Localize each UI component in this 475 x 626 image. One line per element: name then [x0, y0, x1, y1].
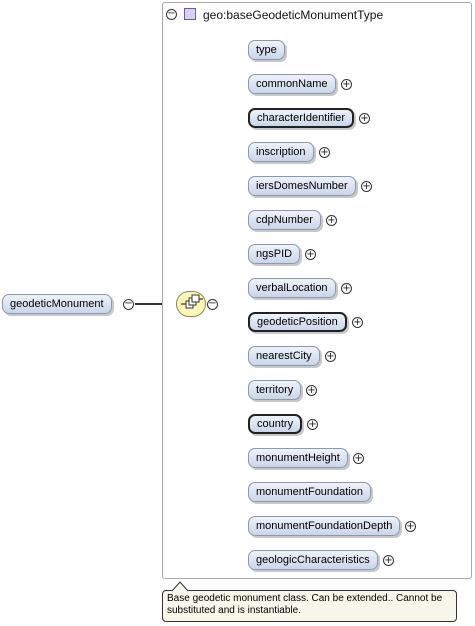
expand-icon[interactable]: + — [353, 453, 364, 464]
element-type[interactable]: type — [248, 40, 285, 60]
element-label: monumentFoundationDepth — [256, 520, 393, 532]
element-inscription[interactable]: inscription — [248, 142, 314, 162]
element-label: characterIdentifier — [257, 112, 346, 124]
element-geodeticPosition[interactable]: geodeticPosition — [248, 312, 347, 332]
element-label: nearestCity — [256, 350, 312, 362]
element-cdpNumber[interactable]: cdpNumber — [248, 210, 321, 230]
element-label: territory — [256, 384, 294, 396]
expand-icon[interactable]: + — [307, 419, 318, 430]
documentation-note: Base geodetic monument class. Can be ext… — [162, 590, 457, 622]
complex-type-name: geo:baseGeodeticMonumentType — [203, 8, 384, 22]
collapse-type-icon[interactable]: − — [166, 8, 177, 20]
element-monumentFoundation[interactable]: monumentFoundation — [248, 482, 372, 502]
documentation-text: Base geodetic monument class. Can be ext… — [167, 593, 443, 616]
sequence-icon — [181, 294, 203, 309]
element-nearestCity[interactable]: nearestCity — [248, 346, 320, 366]
expand-icon[interactable]: + — [341, 283, 352, 294]
expand-icon[interactable]: + — [341, 79, 352, 90]
expand-icon[interactable]: + — [359, 113, 370, 124]
expand-icon[interactable]: + — [325, 351, 336, 362]
expand-icon[interactable]: + — [361, 181, 372, 192]
element-label: inscription — [256, 146, 306, 158]
element-label: type — [256, 44, 277, 56]
collapse-sequence-icon[interactable]: − — [207, 298, 218, 310]
expand-icon[interactable]: + — [305, 249, 316, 260]
element-iersDomesNumber[interactable]: iersDomesNumber — [248, 176, 356, 196]
element-commonName[interactable]: commonName — [248, 74, 336, 94]
element-label: geologicCharacteristics — [256, 554, 370, 566]
element-label: monumentHeight — [256, 452, 340, 464]
documentation-pointer — [171, 581, 189, 592]
element-territory[interactable]: territory — [248, 380, 302, 400]
element-ngsPID[interactable]: ngsPID — [248, 244, 301, 264]
element-monumentHeight[interactable]: monumentHeight — [248, 448, 348, 468]
expand-icon[interactable]: + — [319, 147, 330, 158]
element-label: iersDomesNumber — [256, 180, 348, 192]
root-element[interactable]: geodeticMonument — [2, 294, 112, 314]
complex-type-icon — [184, 8, 196, 20]
element-label: monumentFoundation — [256, 486, 364, 498]
element-country[interactable]: country — [248, 414, 303, 434]
element-label: verbalLocation — [256, 282, 328, 294]
element-label: country — [257, 418, 294, 430]
collapse-root-icon[interactable]: − — [123, 298, 134, 310]
element-label: ngsPID — [256, 248, 293, 260]
element-characterIdentifier[interactable]: characterIdentifier — [248, 108, 355, 128]
expand-icon[interactable]: + — [326, 215, 337, 226]
element-monumentFoundationDepth[interactable]: monumentFoundationDepth — [248, 516, 401, 536]
element-geologicCharacteristics[interactable]: geologicCharacteristics — [248, 550, 378, 570]
expand-icon[interactable]: + — [383, 555, 394, 566]
element-verbalLocation[interactable]: verbalLocation — [248, 278, 336, 298]
element-label: cdpNumber — [256, 214, 313, 226]
sequence-compositor[interactable] — [176, 291, 206, 317]
root-element-label: geodeticMonument — [10, 298, 104, 310]
expand-icon[interactable]: + — [405, 521, 416, 532]
expand-icon[interactable]: + — [306, 385, 317, 396]
expand-icon[interactable]: + — [352, 317, 363, 328]
element-label: commonName — [256, 78, 328, 90]
element-label: geodeticPosition — [257, 316, 338, 328]
